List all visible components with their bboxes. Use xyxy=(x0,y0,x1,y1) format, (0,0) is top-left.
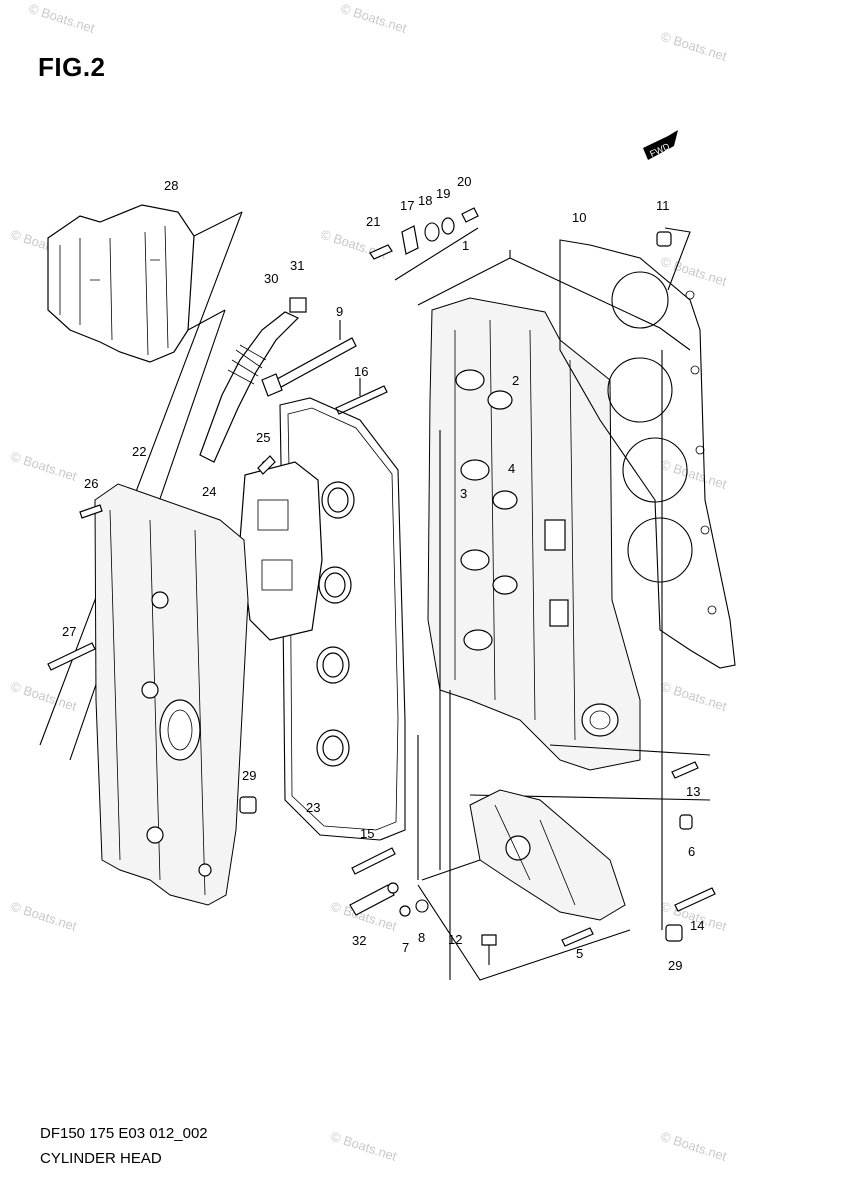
callout-12: 12 xyxy=(448,932,462,947)
diagram-code: DF150 175 E03 012_002 xyxy=(40,1125,208,1142)
bolt-26-part xyxy=(79,504,103,519)
callout-24: 24 xyxy=(202,484,216,499)
watermark-text: © Boats.net xyxy=(339,1,409,36)
callout-20: 20 xyxy=(457,174,471,189)
bolt-14-part xyxy=(674,887,716,912)
callout-2: 2 xyxy=(512,373,519,388)
callout-5: 5 xyxy=(576,946,583,961)
watermark-text: © Boats.net xyxy=(329,1129,399,1164)
cap-29-left-part xyxy=(239,796,257,814)
fwd-arrow-icon: FWD xyxy=(643,130,678,160)
callout-19: 19 xyxy=(436,186,450,201)
oring-8-part xyxy=(415,899,429,913)
callout-15: 15 xyxy=(360,826,374,841)
callout-23: 23 xyxy=(306,800,320,815)
watermark-text: © Boats.net xyxy=(9,679,79,714)
diagram-name: CYLINDER HEAD xyxy=(40,1150,162,1167)
callout-8: 8 xyxy=(418,930,425,945)
callout-7: 7 xyxy=(402,940,409,955)
callout-29: 29 xyxy=(668,958,682,973)
callout-29: 29 xyxy=(242,768,256,783)
head-cover-gasket-part xyxy=(279,397,406,841)
callout-14: 14 xyxy=(690,918,704,933)
callout-21: 21 xyxy=(366,214,380,229)
spark-plug-seals xyxy=(316,481,355,767)
bolt-13-part xyxy=(671,761,699,779)
bolt-27-part xyxy=(47,642,96,671)
watermark-text: © Boats.net xyxy=(659,457,729,492)
head-ports xyxy=(455,369,619,737)
bolt-25-part xyxy=(257,455,276,475)
bolt-15-part xyxy=(351,847,396,875)
callout-3: 3 xyxy=(460,486,467,501)
callout-1: 1 xyxy=(462,238,469,253)
plate-24-part xyxy=(239,460,323,641)
callout-6: 6 xyxy=(688,844,695,859)
callout-17: 17 xyxy=(400,198,414,213)
callout-28: 28 xyxy=(164,178,178,193)
callout-30: 30 xyxy=(264,271,278,286)
callout-32: 32 xyxy=(352,933,366,948)
bolt-9-part xyxy=(261,320,357,397)
head-gasket-part xyxy=(559,239,736,669)
callout-18: 18 xyxy=(418,193,432,208)
watermark-text: © Boats.net xyxy=(659,679,729,714)
dowel-11-part xyxy=(656,231,672,247)
callout-31: 31 xyxy=(290,258,304,273)
hose-part xyxy=(199,297,307,463)
callout-22: 22 xyxy=(132,444,146,459)
callout-25: 25 xyxy=(256,430,270,445)
bolt-5-part xyxy=(561,927,594,947)
callout-13: 13 xyxy=(686,784,700,799)
dowel-6-part xyxy=(679,814,693,830)
intake-cover-part xyxy=(47,204,243,363)
small-parts-17-21 xyxy=(369,207,479,281)
head-cover-part xyxy=(94,483,249,906)
callout-10: 10 xyxy=(572,210,586,225)
figure-title: FIG.2 xyxy=(38,52,106,82)
callout-9: 9 xyxy=(336,304,343,319)
housing-part xyxy=(469,789,626,921)
callout-27: 27 xyxy=(62,624,76,639)
washer-7-part xyxy=(399,905,411,917)
watermark-text: © Boats.net xyxy=(659,254,729,289)
watermark-text: © Boats.net xyxy=(9,899,79,934)
sensor-32-part xyxy=(349,882,399,916)
callout-11: 11 xyxy=(656,198,670,213)
watermark-text: © Boats.net xyxy=(659,29,729,64)
callout-26: 26 xyxy=(84,476,98,491)
watermark-text: © Boats.net xyxy=(9,449,79,484)
watermark-text: © Boats.net xyxy=(659,1129,729,1164)
callout-16: 16 xyxy=(354,364,368,379)
cylinder-head-part xyxy=(417,250,691,771)
cap-29-right-part xyxy=(665,924,683,942)
bolt-16-part xyxy=(335,378,388,415)
watermark-text: © Boats.net xyxy=(27,1,97,36)
callout-4: 4 xyxy=(508,461,515,476)
bolt-12-part xyxy=(481,934,497,965)
